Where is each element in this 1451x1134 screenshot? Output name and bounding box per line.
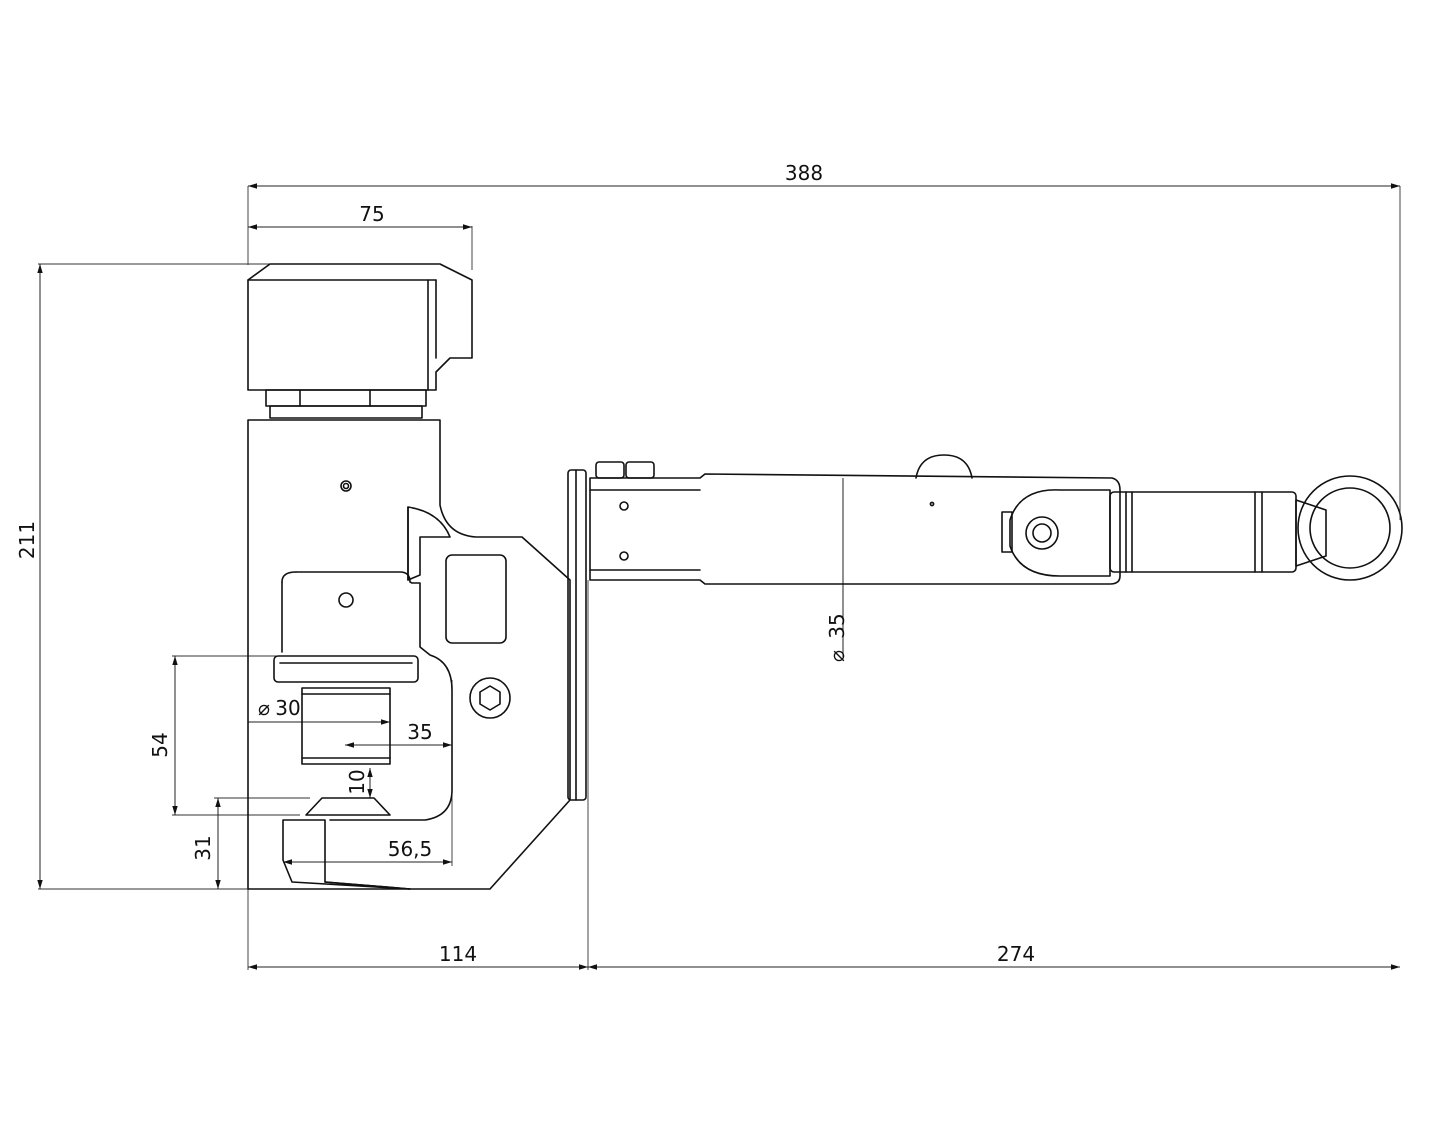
tool-body (247, 263, 587, 890)
dim-jaw-opening: 54 (148, 732, 172, 757)
hex-bolt (469, 677, 511, 719)
handle (589, 454, 1403, 585)
dim-handle-diameter-symbol: ⌀ (825, 650, 849, 662)
dim-right-section: 274 (997, 942, 1035, 966)
lower-die (305, 797, 391, 816)
dim-jaw-diameter: 30 (275, 696, 300, 720)
dimension-labels: 388 75 211 114 274 ⌀ 35 ⌀ 30 35 54 10 31… (15, 161, 1035, 966)
dim-base-length: 56,5 (388, 837, 433, 861)
dim-jaw-gap: 10 (345, 769, 369, 794)
eye-ring (1297, 475, 1403, 581)
window (445, 554, 507, 644)
dim-jaw-depth: 35 (407, 720, 432, 744)
pivot-bolt (1025, 516, 1059, 550)
dim-overall-length: 388 (785, 161, 823, 185)
main-body (247, 419, 571, 890)
grip (1109, 491, 1297, 573)
plunger (301, 687, 391, 765)
flange (567, 469, 587, 801)
dim-left-section: 114 (439, 942, 477, 966)
dim-head-width: 75 (359, 202, 384, 226)
dim-handle-diameter-group: ⌀ 35 (825, 613, 849, 662)
dim-handle-diameter: 35 (825, 613, 849, 638)
head-block (247, 263, 473, 391)
dim-overall-height: 211 (15, 521, 39, 559)
dim-jaw-diameter-symbol: ⌀ (258, 696, 270, 720)
jaw-ring (273, 655, 419, 683)
dimension-lines (37, 183, 1401, 970)
dim-base-height: 31 (191, 835, 215, 860)
jaw-cavity (295, 571, 453, 821)
